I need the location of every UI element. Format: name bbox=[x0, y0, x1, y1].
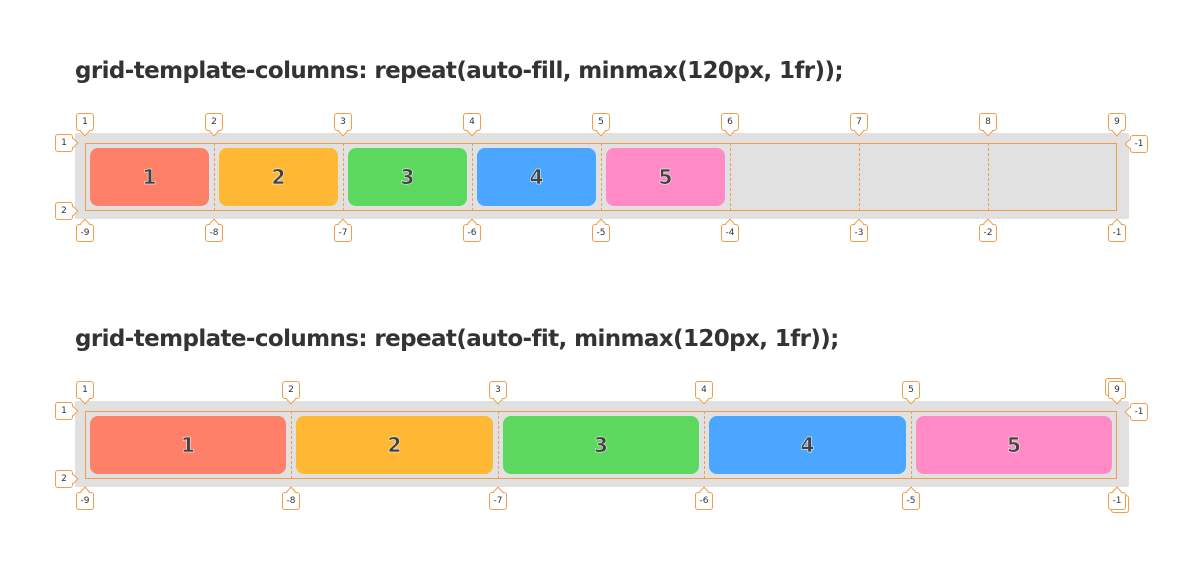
grid-item-3: 3 bbox=[503, 416, 699, 474]
grid-item-1: 1 bbox=[90, 148, 209, 206]
negative-column-line-number: -7 bbox=[334, 224, 352, 242]
column-line-number: 5 bbox=[592, 113, 610, 131]
column-line-number: 9 bbox=[1108, 113, 1126, 131]
column-line bbox=[730, 143, 731, 211]
negative-row-line-number: -1 bbox=[1130, 403, 1148, 421]
grid-item-4: 4 bbox=[709, 416, 906, 474]
negative-column-line-number: -1 bbox=[1108, 224, 1126, 242]
column-line bbox=[472, 143, 473, 211]
column-line bbox=[601, 143, 602, 211]
negative-column-line-number: -9 bbox=[76, 492, 94, 510]
column-line-number: 4 bbox=[695, 381, 713, 399]
column-line-number: 8 bbox=[979, 113, 997, 131]
row-line-number: 2 bbox=[55, 202, 73, 220]
grid-item-2: 2 bbox=[219, 148, 338, 206]
column-line-number: 1 bbox=[76, 381, 94, 399]
column-line-number: 6 bbox=[721, 113, 739, 131]
negative-column-line-number: -6 bbox=[463, 224, 481, 242]
negative-column-line-number: -7 bbox=[489, 492, 507, 510]
column-line-number: 3 bbox=[489, 381, 507, 399]
column-line bbox=[911, 411, 912, 479]
demo-title: grid-template-columns: repeat(auto-fit, … bbox=[75, 326, 839, 352]
column-line-number: 2 bbox=[205, 113, 223, 131]
grid-item-5: 5 bbox=[916, 416, 1112, 474]
column-line bbox=[214, 143, 215, 211]
negative-column-line-number: -4 bbox=[721, 224, 739, 242]
column-line bbox=[704, 411, 705, 479]
column-line bbox=[291, 411, 292, 479]
column-line bbox=[343, 143, 344, 211]
row-line-number: 1 bbox=[55, 134, 73, 152]
column-line-number: 4 bbox=[463, 113, 481, 131]
negative-column-line-number: -5 bbox=[592, 224, 610, 242]
column-line-number: 7 bbox=[850, 113, 868, 131]
negative-column-line-number: -2 bbox=[979, 224, 997, 242]
row-line-number: 2 bbox=[55, 470, 73, 488]
row-line-number: 1 bbox=[55, 402, 73, 420]
column-line bbox=[988, 143, 989, 211]
negative-column-line-number: -9 bbox=[76, 224, 94, 242]
column-line-number: 3 bbox=[334, 113, 352, 131]
column-line-number: 5 bbox=[902, 381, 920, 399]
negative-column-line-number: -8 bbox=[205, 224, 223, 242]
column-line bbox=[859, 143, 860, 211]
negative-column-line-number: -6 bbox=[695, 492, 713, 510]
negative-row-line-number: -1 bbox=[1130, 135, 1148, 153]
grid-item-1: 1 bbox=[90, 416, 286, 474]
demo-title: grid-template-columns: repeat(auto-fill,… bbox=[75, 58, 844, 84]
column-line bbox=[498, 411, 499, 479]
grid-item-4: 4 bbox=[477, 148, 596, 206]
negative-column-line-number: -3 bbox=[850, 224, 868, 242]
grid-item-5: 5 bbox=[606, 148, 725, 206]
column-line-number: 1 bbox=[76, 113, 94, 131]
grid-item-3: 3 bbox=[348, 148, 467, 206]
negative-column-line-number: -8 bbox=[282, 492, 300, 510]
column-line-number: 9 bbox=[1108, 381, 1126, 399]
negative-column-line-number: -1 bbox=[1108, 492, 1126, 510]
grid-item-2: 2 bbox=[296, 416, 493, 474]
negative-column-line-number: -5 bbox=[902, 492, 920, 510]
column-line-number: 2 bbox=[282, 381, 300, 399]
grid-container-outline bbox=[85, 411, 1117, 479]
